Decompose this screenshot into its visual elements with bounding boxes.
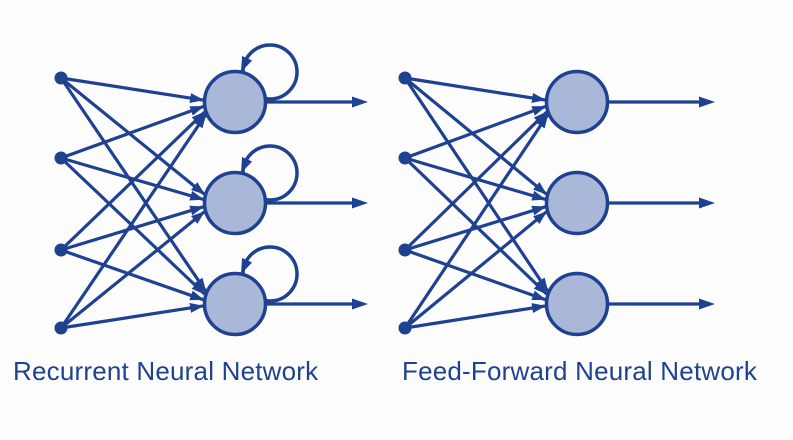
connection-line bbox=[60, 156, 205, 201]
input-node bbox=[54, 71, 68, 85]
input-node bbox=[54, 151, 68, 165]
connection-line bbox=[60, 76, 205, 103]
hidden-node bbox=[544, 170, 610, 236]
connection-line bbox=[60, 104, 205, 160]
recurrent-network-label: Recurrent Neural Network bbox=[13, 356, 319, 386]
connection-line bbox=[59, 113, 207, 329]
connection-line bbox=[403, 76, 548, 196]
connection-line bbox=[60, 303, 205, 330]
connection-line bbox=[60, 248, 205, 302]
connection-line bbox=[404, 156, 547, 201]
connection-line bbox=[59, 210, 206, 330]
connection-line bbox=[403, 113, 550, 329]
connection-line bbox=[404, 105, 547, 160]
connection-line bbox=[60, 205, 205, 252]
connection-line bbox=[59, 77, 207, 293]
input-node bbox=[398, 151, 412, 165]
recurrent-network-diagram bbox=[54, 43, 368, 337]
hidden-node bbox=[544, 271, 610, 337]
hidden-node bbox=[202, 170, 268, 236]
feed-forward-network-diagram bbox=[398, 69, 715, 337]
connection-line bbox=[404, 248, 547, 302]
hidden-node bbox=[202, 69, 268, 135]
hidden-node bbox=[544, 69, 610, 135]
connection-line bbox=[403, 210, 548, 330]
connection-line bbox=[403, 77, 550, 293]
hidden-node bbox=[202, 271, 268, 337]
connection-line bbox=[403, 110, 548, 252]
feed-forward-network-label: Feed-Forward Neural Network bbox=[402, 356, 758, 386]
input-node bbox=[54, 243, 68, 257]
input-node bbox=[398, 243, 412, 257]
connection-line bbox=[404, 76, 547, 103]
input-node bbox=[398, 321, 412, 335]
connection-line bbox=[59, 156, 206, 296]
self-loop-arrowhead-icon bbox=[241, 56, 253, 72]
self-loop-arrowhead-icon bbox=[241, 157, 253, 173]
connection-line bbox=[403, 156, 548, 296]
input-node bbox=[54, 321, 68, 335]
connection-line bbox=[59, 76, 206, 196]
input-node bbox=[398, 71, 412, 85]
connection-line bbox=[59, 110, 206, 252]
connection-line bbox=[404, 303, 547, 330]
self-loop-arrowhead-icon bbox=[241, 258, 253, 274]
connection-line bbox=[404, 205, 547, 252]
